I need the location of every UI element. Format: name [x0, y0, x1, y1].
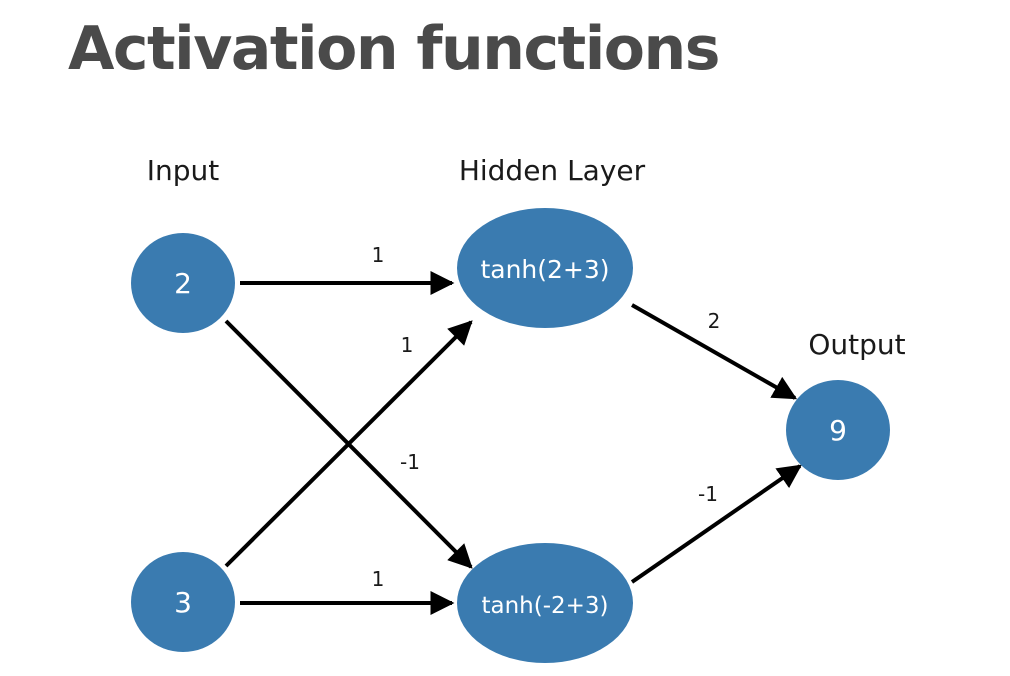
weight-h2-out: -1	[698, 482, 718, 506]
weight-in2-h2: 1	[372, 567, 385, 591]
edges	[224, 271, 802, 615]
node-input-1-value: 2	[174, 267, 192, 300]
weight-in2-h1: 1	[401, 333, 414, 357]
node-hidden-1-ellipse	[457, 208, 633, 328]
node-hidden-1-value: tanh(2+3)	[480, 255, 609, 284]
node-input-1-circle	[131, 233, 235, 333]
node-output: 9	[786, 380, 890, 480]
node-hidden-1: tanh(2+3)	[457, 208, 633, 328]
edge-hidden1-output	[631, 303, 798, 400]
weight-in1-h1: 1	[372, 243, 385, 267]
weight-in1-h2: -1	[400, 450, 420, 474]
input-label: Input	[147, 154, 220, 187]
edge-input1-hidden2	[224, 319, 473, 569]
node-output-value: 9	[829, 414, 847, 447]
output-label: Output	[808, 328, 905, 361]
node-hidden-2-value: tanh(-2+3)	[481, 593, 608, 619]
node-hidden-2: tanh(-2+3)	[457, 543, 633, 663]
node-input-2-circle	[131, 552, 235, 652]
edge-hidden2-output	[630, 464, 802, 584]
node-input-2-value: 3	[174, 586, 192, 619]
node-hidden-2-ellipse	[457, 543, 633, 663]
node-output-circle	[786, 380, 890, 480]
weight-h1-out: 2	[708, 309, 721, 333]
hidden-layer-label: Hidden Layer	[459, 154, 646, 187]
node-input-1: 2	[131, 233, 235, 333]
node-input-2: 3	[131, 552, 235, 652]
slide-title: Activation functions	[68, 14, 720, 84]
